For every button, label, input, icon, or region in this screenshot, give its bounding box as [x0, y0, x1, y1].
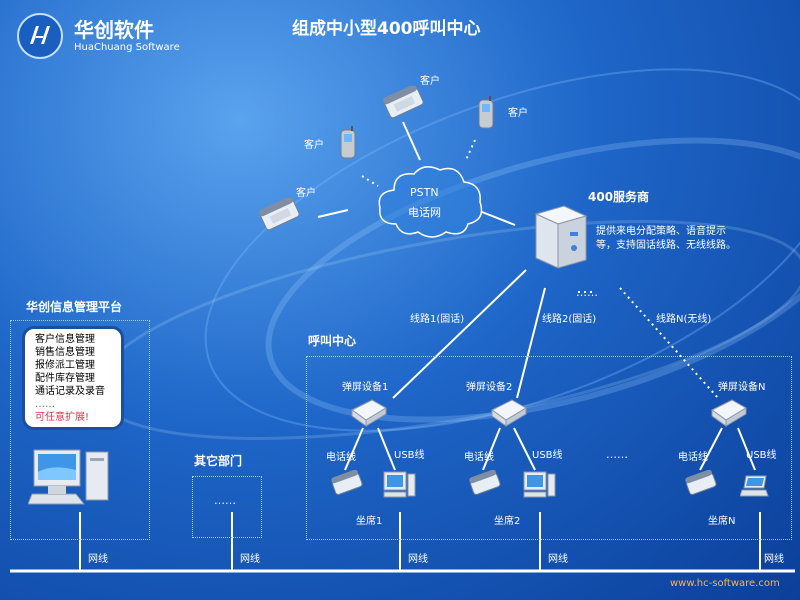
- customer-label-1: 客户: [420, 76, 440, 87]
- server-icon: [530, 204, 588, 274]
- more-lines-dots: ……: [576, 286, 598, 299]
- desk-phone-icon: [468, 469, 502, 500]
- popup-device-icon: [350, 398, 388, 432]
- call-center-box: [306, 356, 792, 540]
- other-dept-dots: ……: [214, 494, 236, 507]
- network-label: 网线: [548, 554, 568, 565]
- network-label: 网线: [408, 554, 428, 565]
- pstn-cloud: PSTN 电话网: [372, 160, 488, 244]
- cloud-icon: [378, 166, 483, 238]
- laptop-icon: [739, 474, 770, 502]
- other-dept-title: 其它部门: [194, 454, 243, 468]
- hc-platform-box: [10, 320, 150, 540]
- other-dept-box: [192, 476, 262, 538]
- page-title: 组成中小型400呼叫中心: [292, 19, 481, 39]
- feature-item: 配件库存管理: [35, 373, 95, 384]
- logo-name-cn: 华创软件: [74, 18, 154, 42]
- line-label-1: 线路1(固话): [410, 314, 465, 325]
- device-label-1: 弹屏设备1: [342, 382, 389, 393]
- usb-line-label: USB线: [394, 450, 425, 461]
- computer-icon: [382, 470, 416, 504]
- feature-item: 通话记录及录音: [35, 386, 105, 397]
- website-link[interactable]: www.hc-software.com: [670, 578, 780, 589]
- device-label-n: 弹屏设备N: [718, 382, 766, 393]
- network-label: 网线: [88, 554, 108, 565]
- logo: [16, 12, 64, 60]
- desk-phone-icon: [330, 469, 364, 500]
- more-seats-dots: ……: [606, 448, 628, 461]
- pstn-sublabel: 电话网: [408, 206, 441, 219]
- network-label: 网线: [240, 554, 260, 565]
- popup-device-icon: [710, 398, 748, 432]
- mobile-phone-icon: [338, 126, 358, 164]
- popup-device-icon: [490, 398, 528, 432]
- customer-label-3: 客户: [304, 140, 324, 151]
- feature-item: 销售信息管理: [35, 347, 95, 358]
- desktop-computer-icon: [27, 446, 112, 514]
- feature-ellipsis: ……: [35, 399, 55, 410]
- device-label-2: 弹屏设备2: [466, 382, 513, 393]
- desk-phone-icon: [258, 196, 302, 236]
- customer-label-2: 客户: [508, 108, 528, 119]
- desk-phone-icon: [382, 84, 426, 124]
- phone-line-label: 电话线: [326, 452, 356, 463]
- feature-extend: 可任意扩展!: [35, 412, 90, 423]
- pstn-label: PSTN: [410, 186, 439, 199]
- logo-icon: [17, 13, 63, 59]
- desk-phone-icon: [684, 469, 718, 500]
- phone-line-label: 电话线: [464, 452, 494, 463]
- seat-label-n: 坐席N: [708, 516, 736, 527]
- line-label-2: 线路2(固话): [542, 314, 597, 325]
- call-center-title: 呼叫中心: [308, 334, 357, 348]
- usb-line-label: USB线: [746, 450, 777, 461]
- mobile-phone-icon: [476, 96, 496, 134]
- network-label: 网线: [764, 554, 784, 565]
- customer-label-4: 客户: [296, 188, 316, 199]
- hc-platform-title: 华创信息管理平台: [26, 300, 123, 314]
- feature-bubble: 客户信息管理 销售信息管理 报修派工管理 配件库存管理 通话记录及录音 …… 可…: [22, 326, 124, 430]
- computer-icon: [522, 470, 556, 504]
- line-label-n: 线路N(无线): [656, 314, 712, 325]
- feature-item: 客户信息管理: [35, 334, 95, 345]
- feature-item: 报修派工管理: [35, 360, 95, 371]
- provider-desc-1: 提供来电分配策略、语音提示: [596, 226, 726, 237]
- provider-title: 400服务商: [588, 190, 650, 204]
- seat-label-1: 坐席1: [356, 516, 383, 527]
- logo-name-en: HuaChuang Software: [74, 42, 180, 53]
- phone-line-label: 电话线: [678, 452, 708, 463]
- seat-label-2: 坐席2: [494, 516, 521, 527]
- usb-line-label: USB线: [532, 450, 563, 461]
- provider-desc-2: 等，支持固话线路、无线线路。: [596, 240, 736, 251]
